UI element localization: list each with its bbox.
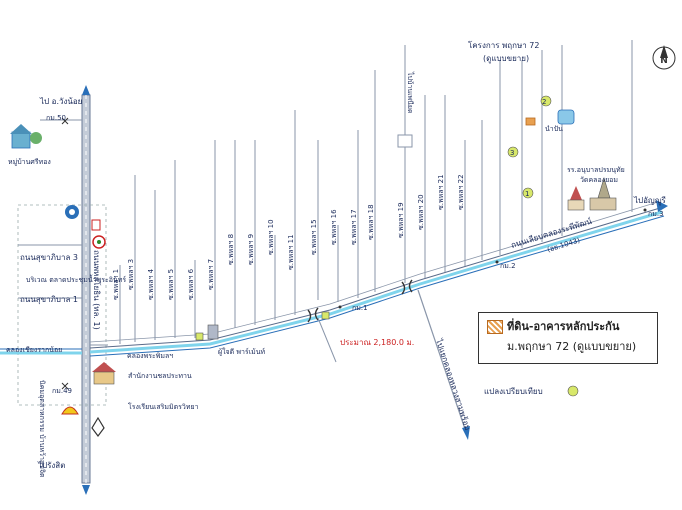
soi-label: ซ.พหลฯ 6 [187,268,195,300]
label-distance: ประมาณ 2,180.0 ม. [340,338,414,347]
waterworks-icon [557,109,575,125]
soi-label: ซ.พหลฯ 5 [167,269,175,300]
label-market: บริเวณ ตลาดประชุมน้ำพระอินทร์ [26,273,126,284]
soi-label: ซ.พหลฯ 9 [247,234,255,265]
label-km49: กม.49 [52,387,72,395]
soi-label: ซ.พหลฯ 16 [330,209,338,245]
soi-label: ซ.พหลฯ 7 [207,259,215,290]
ptt-icon [91,416,105,437]
compass-label: N [660,56,668,66]
soi-label: ซ.พหลฯ 4 [147,268,155,300]
legend-title: ที่ดิน-อาคารหลักประกัน [507,320,620,333]
soi-roads [119,40,633,344]
soi-labels: ซ.พหลฯ 1 ซ.พหลฯ 3 ซ.พหลฯ 4 ซ.พหลฯ 5 ซ.พหลฯ 6… [112,174,465,300]
soi-label: ซ.พหลฯ 22 [457,174,465,210]
label-km3: กม.3 [648,210,664,218]
soi-label: ซ.พหลฯ 8 [227,234,235,265]
warning-sign-icon [92,235,106,249]
label-to-pathum: ไปอัญญูรี [633,196,667,206]
phahon-yothin-road [81,85,91,495]
north-arrow-icon [82,85,90,95]
label-rangsit: ไปรังสิต [37,461,65,470]
legend-subtitle: ม.พฤกษา 72 (ดูแบบขยาย) [507,340,637,353]
soi-label: ซ.พหลฯ 11 [287,234,295,270]
km-marker-icons [61,117,647,390]
temple-icon [567,176,617,211]
soi-label: ซ.พหลฯ 20 [417,194,425,230]
legend-collateral-swatch [487,320,503,334]
label-phahon: ถนนพหลโยธิน (ทล. 1) [92,250,102,330]
label-waterworks: สำนักงานชลประทาน [128,372,192,380]
legend: ที่ดิน-อาคารหลักประกัน ม.พฤกษา 72 (ดูแบบ… [478,312,658,364]
label-village: หมู่บ้านศรีทอง [8,158,51,166]
soi-label: ซ.พหลฯ 10 [267,219,275,255]
soi-label: ซ.พหลฯ 15 [310,219,318,255]
shell-icon [61,406,79,415]
label-canal-phet: คลองพระพิมลฯ [127,352,173,360]
marker-1-label: 1 [525,190,529,198]
soi-label: ซ.พหลฯ 17 [350,209,358,245]
label-canal-left: คลองเชียงรากน้อย [6,346,62,354]
soi-label: ซ.พหลฯ 3 [127,259,135,290]
compare-marker-icon [567,385,579,397]
south-arrow-icon [82,485,90,495]
marker-3-label: 3 [510,149,514,157]
label-project-sub: (ดูแบบขยาย) [483,54,529,64]
marker-circles [195,95,579,397]
label-to-khlong: ไปแยกคลองหลวงสามพร้อม [434,337,472,432]
label-wangnoi: ไป อ.วังน้อย [39,97,82,106]
label-compare: แปลงเปรียบเทียบ [484,387,543,396]
project-marker [525,117,536,126]
soi-label: ซ.พหลฯ 1 [112,269,120,300]
soi-label: ซ.พหลฯ 19 [397,202,405,238]
factory-icon [207,324,219,340]
label-project: โครงการ พฤกษา 72 [468,40,539,50]
label-km50: กม.50 [46,114,66,122]
road-to-khlong [417,289,467,433]
marker-2-label: 2 [542,98,546,106]
gas-station-icon [91,219,101,231]
school-icon [92,362,116,385]
label-sum: นำปัน [545,125,563,133]
label-km1: กม.1 [352,304,368,312]
label-wat: วัดคลองยอม [580,176,618,184]
label-temple-school: รร.อนุบาลปรมนุทัย [567,166,625,174]
southeast-arrow-icon [462,426,470,440]
area-boundary [17,204,107,406]
compass-icon: N [652,45,676,70]
label-suksaphibal1: ถนนสุขาภิบาล 1 [20,295,78,304]
label-suksaphibal3: ถนนสุขาภิบาล 3 [20,253,78,262]
left-cross-roads [18,119,108,346]
soi-label: ซ.พหลฯ 18 [367,204,375,240]
bridge-icon [307,279,413,323]
junction-icon [65,205,79,219]
label-bang-phun: ไปบ้านเพนียด [406,71,415,114]
road-south [317,317,337,363]
label-factory: ผู้ใจดี พาร์เม้นท์ [218,347,265,356]
canal-chiangrak [0,348,82,355]
label-km2: กม.2 [500,262,516,270]
village-icon [10,124,42,149]
label-public-inn: นิคมอุตสาหกรรม บ้านหว้าสุขจิต [38,380,46,478]
east-arrow-icon [656,200,668,212]
building-marker [397,134,413,148]
soi-label: ซ.พหลฯ 21 [437,174,445,210]
label-school: โรงเรียนเสริมมิตรวิทยา [128,402,199,411]
label-river-road-sub: (อย.1043) [546,236,581,254]
